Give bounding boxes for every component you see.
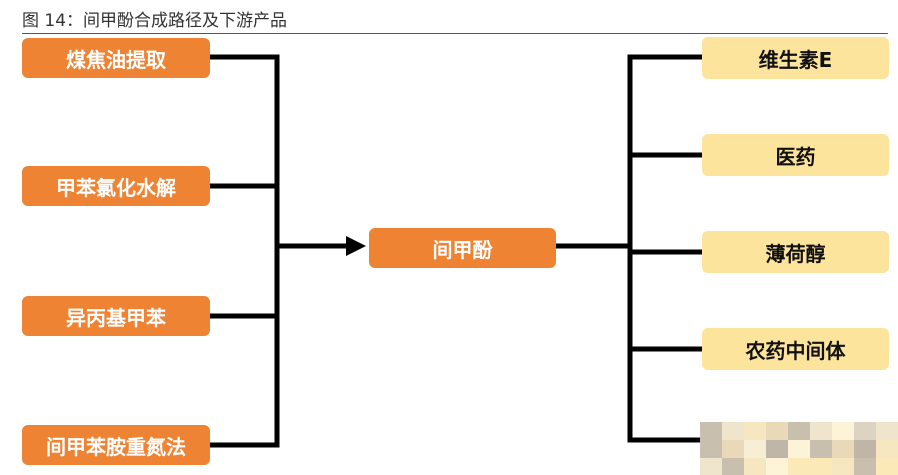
mosaic-cell	[788, 422, 810, 440]
mosaic-cell	[700, 458, 722, 475]
arrow-head	[346, 236, 366, 256]
figure-title: 图 14：间甲酚合成路径及下游产品	[22, 11, 288, 31]
mosaic-cell	[722, 440, 744, 458]
mosaic-cell	[832, 440, 854, 458]
title-rule	[22, 33, 888, 34]
mosaic-cell	[832, 422, 854, 440]
product-box-3: 薄荷醇	[702, 231, 889, 273]
mosaic-cell	[722, 422, 744, 440]
mosaic-cell	[810, 440, 832, 458]
product-box-1: 维生素E	[702, 37, 889, 79]
mosaic-cell	[788, 458, 810, 475]
mosaic-cell	[854, 422, 876, 440]
mosaic-cell	[722, 458, 744, 475]
source-box-2: 甲苯氯化水解	[22, 166, 210, 206]
mosaic-cell	[876, 458, 898, 475]
mosaic-cell	[700, 440, 722, 458]
source-box-1: 煤焦油提取	[22, 38, 210, 78]
pixelated-mosaic-icon	[700, 422, 898, 475]
mosaic-cell	[810, 422, 832, 440]
mosaic-cell	[766, 440, 788, 458]
mosaic-cell	[854, 458, 876, 475]
source-box-4: 间甲苯胺重氮法	[22, 425, 210, 465]
product-box-4: 农药中间体	[702, 328, 889, 370]
mosaic-cell	[766, 458, 788, 475]
mosaic-cell	[876, 422, 898, 440]
product-box-2: 医药	[702, 134, 889, 176]
mosaic-cell	[854, 440, 876, 458]
mosaic-cell	[744, 422, 766, 440]
mosaic-cell	[876, 440, 898, 458]
mosaic-cell	[832, 458, 854, 475]
mosaic-cell	[700, 422, 722, 440]
mosaic-cell	[744, 458, 766, 475]
mosaic-cell	[788, 440, 810, 458]
source-box-3: 异丙基甲苯	[22, 296, 210, 336]
mosaic-cell	[744, 440, 766, 458]
mosaic-cell	[810, 458, 832, 475]
center-product-box: 间甲酚	[369, 228, 556, 268]
mosaic-cell	[766, 422, 788, 440]
